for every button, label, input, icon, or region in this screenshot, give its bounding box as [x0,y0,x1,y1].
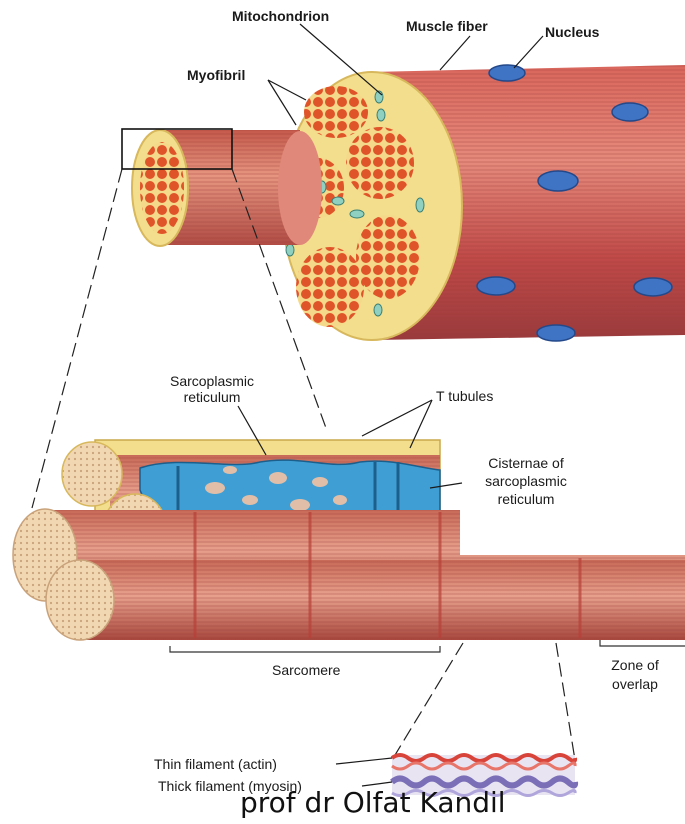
label-nucleus: Nucleus [545,24,599,40]
myofibril-rods [13,509,685,640]
label-t-tubules: T tubules [436,388,493,404]
label-zone-of-overlap-line1: Zone of [595,657,675,673]
label-cisternae-line1: Cisternae of [466,455,586,471]
label-thin-filament: Thin filament (actin) [154,756,277,772]
myofibril-cylinder [132,130,322,246]
label-zone-of-overlap-line2: overlap [595,676,675,692]
label-cisternae-line2: sarcoplasmic [466,473,586,489]
label-cisternae-line3: reticulum [466,491,586,507]
label-mitochondrion: Mitochondrion [232,8,329,24]
credit-watermark: prof dr Olfat Kandil [240,786,506,819]
label-myofibril: Myofibril [187,67,245,83]
label-sarcomere: Sarcomere [272,662,340,678]
sarcomere-bracket [170,640,685,652]
label-sarcoplasmic-reticulum-line2: reticulum [152,389,272,405]
label-sarcoplasmic-reticulum-line1: Sarcoplasmic [152,373,272,389]
label-muscle-fiber: Muscle fiber [406,18,488,34]
